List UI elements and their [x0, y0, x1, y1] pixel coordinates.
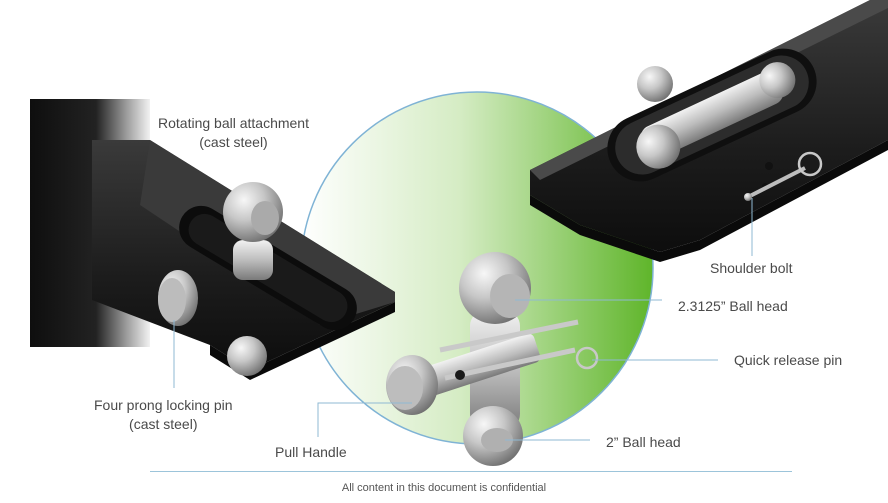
label-rotating-ball-line2: (cast steel) — [158, 133, 309, 152]
footer-divider — [150, 471, 792, 472]
label-ball-head-large: 2.3125” Ball head — [678, 297, 788, 316]
label-pull-handle: Pull Handle — [275, 443, 347, 462]
label-quick-release-pin: Quick release pin — [734, 351, 842, 370]
label-shoulder-bolt: Shoulder bolt — [710, 259, 793, 278]
label-rotating-ball: Rotating ball attachment (cast steel) — [158, 114, 309, 152]
label-rotating-ball-line1: Rotating ball attachment — [158, 114, 309, 133]
label-locking-pin: Four prong locking pin (cast steel) — [94, 396, 233, 434]
label-locking-pin-line1: Four prong locking pin — [94, 396, 233, 415]
label-locking-pin-line2: (cast steel) — [94, 415, 233, 434]
label-ball-head-small: 2” Ball head — [606, 433, 681, 452]
footer-confidential-notice: All content in this document is confiden… — [0, 482, 888, 494]
